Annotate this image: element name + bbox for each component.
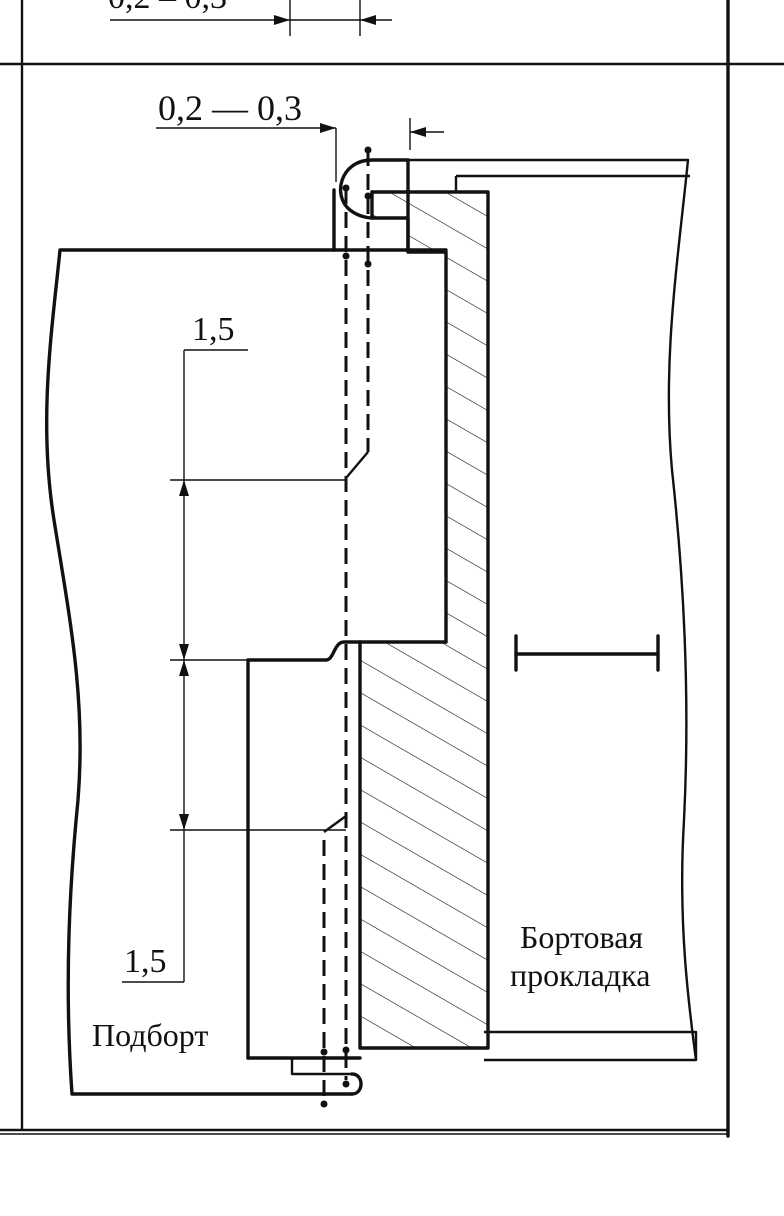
part-labels: Бортовая прокладка Подборт — [92, 919, 650, 1053]
step-dimensions: 1,5 1,5 — [122, 311, 346, 983]
interlining-label-line2: прокладка — [510, 957, 650, 993]
facing-outline — [246, 640, 448, 1076]
stitch-lines — [320, 146, 372, 1108]
seam-gap-dim-text: 0,2 — 0,3 — [158, 88, 302, 128]
top-edge-fold — [332, 158, 410, 252]
table-frame — [0, 0, 784, 1138]
facing-label: Подборт — [92, 1017, 208, 1053]
seam-gap-dimension: 0,2 — 0,3 — [156, 88, 444, 182]
step-lower-text: 1,5 — [124, 943, 167, 980]
front-shelf — [406, 158, 698, 1062]
bottom-edge-fold — [350, 1072, 363, 1096]
step-upper-text: 1,5 — [192, 311, 235, 348]
interlining-label-line1: Бортовая — [520, 919, 643, 955]
grain-line-symbol — [514, 634, 660, 672]
top-cut-dimension: 0,2 – 0,3 — [108, 0, 392, 36]
interlining-hatch — [358, 190, 490, 1050]
top-cut-dim-text: 0,2 – 0,3 — [108, 0, 227, 16]
garment-panel — [44, 248, 448, 1096]
